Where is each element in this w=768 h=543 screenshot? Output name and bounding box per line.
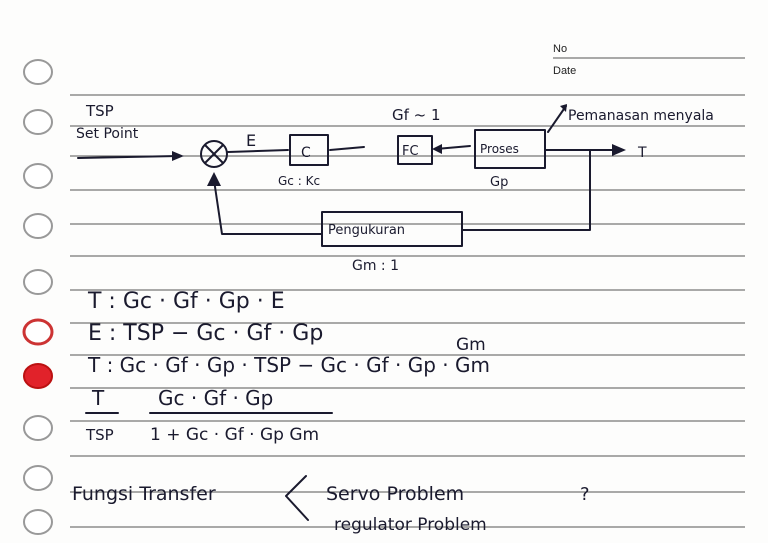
input-arrowhead <box>172 151 184 161</box>
gm-label: Gm : 1 <box>352 258 399 274</box>
gp-label: Gp <box>490 175 508 190</box>
output-arrowhead <box>612 144 626 156</box>
regulator-problem-label: regulator Problem <box>334 515 487 535</box>
question-mark: ? <box>580 484 590 505</box>
fraction-den-left: TSP <box>85 426 114 444</box>
process-label: Proses <box>480 142 519 156</box>
sensor-block <box>321 211 463 247</box>
tsp-label: TSP <box>85 102 114 120</box>
feedback-path-left <box>213 179 323 235</box>
error-label: E <box>246 131 256 150</box>
equation-1: T : Gc · Gf · Gp · E <box>87 289 285 314</box>
summing-junction <box>200 140 228 168</box>
equation-3: T : Gc · Gf · Gp · TSP − Gc · Gf · Gp · … <box>87 353 490 377</box>
no-label: No <box>553 43 567 55</box>
controller-label: C <box>301 145 311 161</box>
fc-arrowhead <box>432 144 442 154</box>
ruled-lines <box>70 94 745 528</box>
input-arrow <box>77 155 179 159</box>
equation-2: E : TSP − Gc · Gf · Gp <box>88 321 323 346</box>
fc-label: FC <box>402 144 419 159</box>
gc-label: Gc : Kc <box>278 174 320 188</box>
fungsi-transfer-label: Fungsi Transfer <box>72 483 216 505</box>
brace-bracket <box>285 475 309 521</box>
feedback-arrowhead <box>207 172 221 186</box>
feedback-path-right <box>461 149 591 231</box>
equation-2-tail: Gm <box>456 335 486 355</box>
disturbance-label: Pemanasan menyala <box>568 108 714 124</box>
fraction-den-right: 1 + Gc · Gf · Gp Gm <box>150 425 319 445</box>
date-label: Date <box>553 65 576 77</box>
controller-block <box>289 134 329 166</box>
sensor-label: Pengukuran <box>328 223 405 238</box>
fraction-num-right: Gc · Gf · Gp <box>158 386 273 410</box>
fc-block <box>397 135 433 165</box>
disturbance-arrow <box>547 105 567 133</box>
junction-to-controller <box>227 149 289 153</box>
binder-rings <box>22 59 54 535</box>
set-point-label: Set Point <box>76 126 139 142</box>
disturbance-arrowhead <box>560 104 567 112</box>
controller-to-fc <box>329 146 365 151</box>
output-label: T <box>637 145 647 161</box>
fraction-num-left: T <box>91 386 105 410</box>
gf-label: Gf ~ 1 <box>392 106 441 124</box>
servo-problem-label: Servo Problem <box>326 483 464 505</box>
